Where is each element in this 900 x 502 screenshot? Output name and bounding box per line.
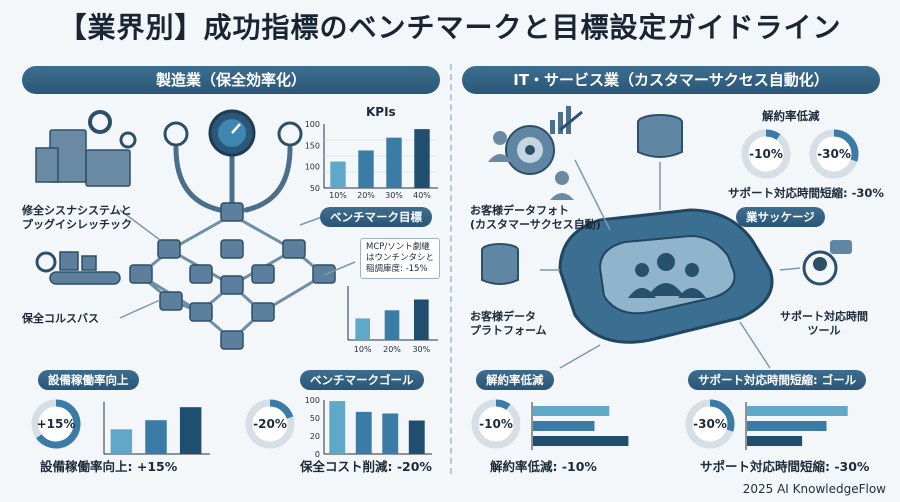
bar — [386, 137, 402, 188]
uptime-tag: 設備稼働率向上 — [38, 370, 139, 390]
ring-fill — [245, 399, 295, 449]
y-tick-label: 50 — [310, 184, 320, 193]
bar — [355, 411, 372, 454]
ring-value: -30% — [693, 417, 727, 431]
churn-tag: 解約率低減 — [476, 370, 554, 390]
churn-caption: 解約率低減: -10% — [490, 459, 597, 474]
ring-fill — [685, 399, 735, 449]
x-tick-label: 30% — [412, 345, 430, 354]
churn-top-ring-gauge: -10% — [741, 129, 791, 179]
uptime-caption: 設備稼働率向上: +15% — [40, 459, 178, 474]
x-tick-label: 20% — [383, 345, 401, 354]
y-tick-label: 100 — [305, 163, 320, 172]
ring-fill — [31, 399, 81, 449]
uptime-bar-chart — [103, 402, 210, 455]
bar — [747, 421, 827, 431]
manufacturing-banner: 製造業（保全効率化） — [22, 66, 440, 94]
y-tick-label: 150 — [305, 141, 320, 150]
bar — [382, 413, 399, 454]
bar — [533, 421, 595, 431]
ring-value: +15% — [37, 417, 76, 431]
support-ring-gauge: -30% — [685, 399, 735, 449]
customer-data-label: お客様データフォト (カスタマーサクセス自動) — [470, 204, 601, 231]
x-tick-label: 40% — [413, 191, 431, 200]
cost-ring-gauge: -20% — [245, 399, 295, 449]
cost-bar-chart: 100 50 20 0 — [305, 396, 432, 459]
page-title: 【業界別】成功指標のベンチマークと目標設定ガイドライン — [58, 11, 842, 44]
y-tick-label: 100 — [305, 396, 320, 405]
ring-fill — [809, 129, 859, 179]
bar — [533, 436, 629, 446]
bar — [414, 129, 430, 188]
x-tick-label: 10% — [329, 191, 347, 200]
bar — [747, 406, 848, 416]
bar — [355, 318, 370, 340]
ring-fill — [741, 129, 791, 179]
x-tick-label: 20% — [357, 191, 375, 200]
bar — [533, 406, 610, 416]
benchmark-bar-chart: 10% 20% 30% — [347, 286, 438, 354]
y-tick-label: 100 — [305, 120, 320, 129]
benchmark-target-tag: ベンチマーク目標 — [320, 207, 432, 227]
support-top-caption: サポート対応時間短縮: -30% — [728, 186, 884, 200]
maintenance-system-label: 修全シスナシステムと プッグイシレッチック — [22, 204, 132, 231]
cost-caption: 保全コスト削減: -20% — [300, 459, 432, 474]
bar — [747, 436, 803, 446]
ring-value: -10% — [749, 147, 783, 161]
ring-fill — [471, 399, 521, 449]
bar — [329, 401, 346, 454]
support-tool-label: サポート対応時間 ツール — [780, 310, 868, 337]
ring-value: -30% — [817, 147, 851, 161]
ring-value: -20% — [253, 417, 287, 431]
footer-credit: 2025 AI KnowledgeFlow — [742, 482, 886, 496]
bar — [358, 150, 374, 188]
benchmark-goal-tag: ベンチマークゴール — [300, 370, 424, 390]
bar — [145, 420, 167, 454]
bar — [110, 429, 133, 454]
support-goal-tag: サポート対応時間短縮: ゴール — [688, 370, 867, 390]
y-tick-label: 20 — [310, 432, 320, 441]
x-tick-label: 10% — [354, 345, 372, 354]
bar — [179, 407, 202, 454]
package-tag: 業サッケージ — [736, 207, 825, 227]
bar — [384, 310, 400, 340]
churn-ring-gauge: -10% — [471, 399, 521, 449]
uptime-ring-gauge: +15% — [31, 399, 81, 449]
kpi-bar-chart: 10% 20% 30% 40% 100 150 100 50 — [305, 120, 438, 200]
ring-value: -10% — [479, 417, 513, 431]
benchmark-callout: MCP/ソント劇継 はウンチンタシと 稲調庫度: -15% — [360, 238, 441, 279]
support-caption: サポート対応時間短縮: -30% — [700, 459, 870, 474]
x-tick-label: 30% — [385, 191, 403, 200]
y-tick-label: 0 — [315, 450, 320, 459]
it-services-banner: IT・サービス業（カスタマーサクセス自動化） — [462, 66, 880, 94]
bar — [330, 161, 346, 188]
support-top-ring-gauge: -30% — [809, 129, 859, 179]
bar — [414, 299, 429, 340]
churn-top-title: 解約率低減 — [762, 109, 820, 123]
customer-data-platform-label: お客様データ プラトフォーム — [470, 310, 547, 337]
bar — [408, 420, 425, 454]
section-divider — [450, 64, 452, 474]
kpi-chart-title: KPIs — [366, 105, 396, 119]
y-tick-label: 50 — [310, 414, 320, 423]
churn-bar-chart — [531, 402, 629, 450]
maintenance-cost-path-label: 保全コルスバス — [22, 312, 99, 325]
support-bar-chart — [745, 402, 848, 450]
